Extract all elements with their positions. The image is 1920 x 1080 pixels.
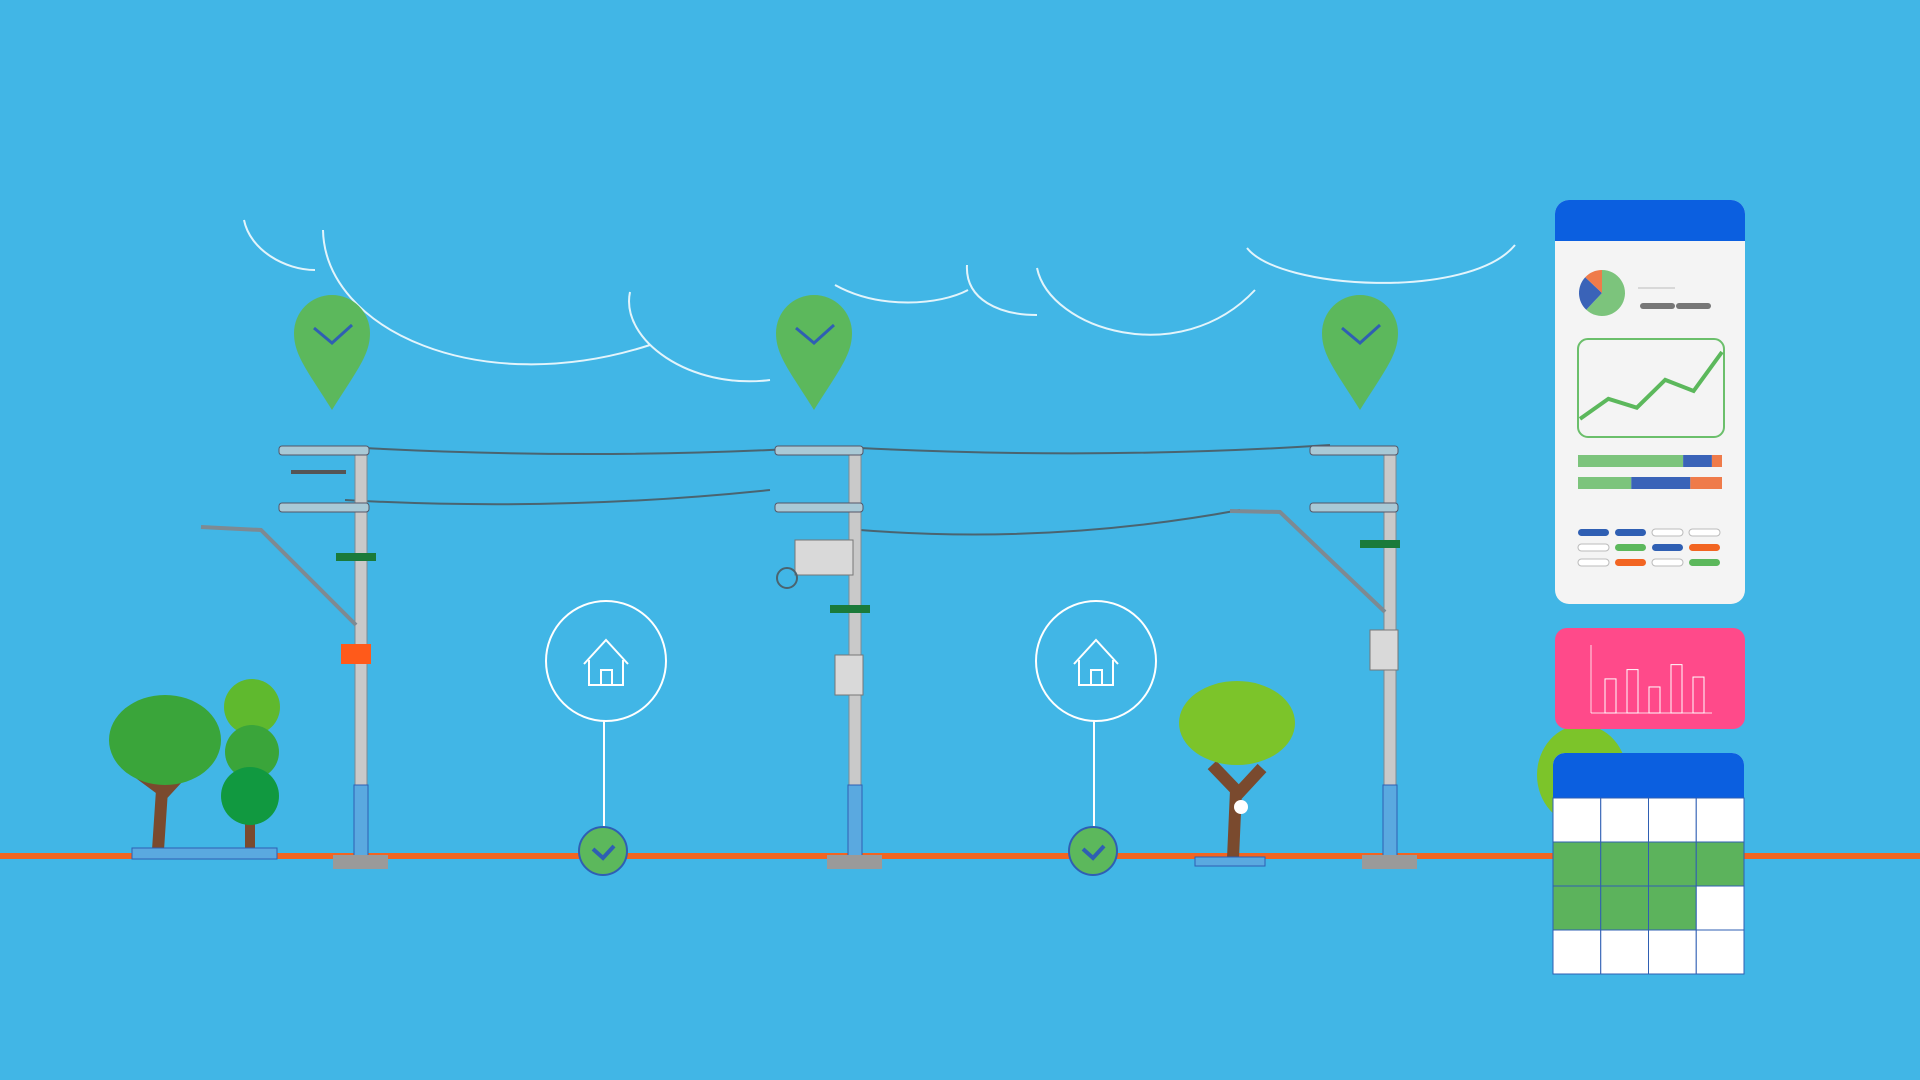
house-connection	[1035, 600, 1157, 876]
tree	[221, 679, 280, 852]
utility-pole	[1229, 445, 1417, 869]
tree-base	[131, 847, 278, 860]
location-pin-check-icon	[1322, 295, 1398, 410]
house-connections	[545, 600, 1157, 876]
ground-cable	[0, 853, 1920, 859]
table-cell	[1648, 797, 1697, 843]
table-cell	[1552, 885, 1602, 931]
status-pill	[1615, 529, 1646, 536]
utility-pole	[774, 445, 882, 869]
stacked-bar-segment	[1711, 455, 1722, 467]
table-cell	[1600, 885, 1649, 931]
status-pill	[1652, 544, 1683, 551]
table-cell	[1695, 841, 1745, 887]
tree	[1179, 681, 1295, 859]
status-pill	[1615, 559, 1646, 566]
table-cell	[1648, 929, 1697, 975]
stacked-bar-segment	[1683, 455, 1712, 467]
bar	[1648, 686, 1661, 714]
house-icon	[583, 638, 629, 686]
table-cell	[1695, 929, 1745, 975]
trend-line	[1578, 350, 1724, 421]
location-pins	[294, 295, 1398, 410]
table-cell	[1648, 885, 1697, 931]
status-pill	[1577, 543, 1610, 552]
bar	[1692, 676, 1705, 714]
check-circle-icon	[578, 826, 628, 876]
pie-slice	[1586, 270, 1626, 317]
tree-base	[1194, 856, 1266, 867]
table-cell	[1648, 841, 1697, 887]
data-table-card	[1552, 753, 1745, 975]
utility-pole	[200, 445, 388, 869]
house-icon	[1073, 638, 1119, 686]
table-cell	[1552, 841, 1602, 887]
stacked-bar-segment	[1578, 455, 1684, 467]
table-cell	[1600, 841, 1649, 887]
analytics-dashboard-card	[1555, 200, 1745, 604]
clouds	[243, 219, 1516, 383]
status-pill	[1689, 559, 1720, 566]
table-cell	[1552, 929, 1602, 975]
status-pill	[1689, 544, 1720, 551]
bar	[1626, 669, 1639, 714]
utility-poles	[200, 445, 1417, 869]
bar	[1604, 678, 1617, 714]
table-grid	[1552, 797, 1745, 975]
stacked-bar-segment	[1690, 477, 1722, 489]
status-pill	[1688, 528, 1721, 537]
table-cell	[1600, 929, 1649, 975]
bar-chart-card	[1555, 628, 1745, 729]
pie-slice	[1579, 277, 1602, 310]
stacked-bar-segment	[1578, 477, 1632, 489]
location-pin-check-icon	[294, 295, 370, 410]
stacked-bar-segment	[1631, 477, 1691, 489]
bar	[1670, 664, 1683, 714]
table-cell	[1600, 797, 1649, 843]
table-cell	[1695, 885, 1745, 931]
bar-chart-bars	[1604, 664, 1705, 714]
stacked-bars	[1578, 455, 1722, 489]
trees	[109, 679, 1627, 867]
status-pill	[1615, 544, 1646, 551]
status-pill	[1651, 558, 1684, 567]
location-pin-check-icon	[776, 295, 852, 410]
house-connection	[545, 600, 667, 876]
status-pills	[1577, 528, 1721, 567]
table-cell	[1552, 797, 1602, 843]
power-lines	[344, 444, 1331, 536]
pie-chart	[1579, 270, 1626, 317]
status-pill	[1651, 528, 1684, 537]
table-cell	[1695, 797, 1745, 843]
pie-slice	[1585, 270, 1602, 293]
status-pill	[1577, 558, 1610, 567]
check-circle-icon	[1068, 826, 1118, 876]
status-pill	[1578, 529, 1609, 536]
tree	[109, 695, 221, 851]
